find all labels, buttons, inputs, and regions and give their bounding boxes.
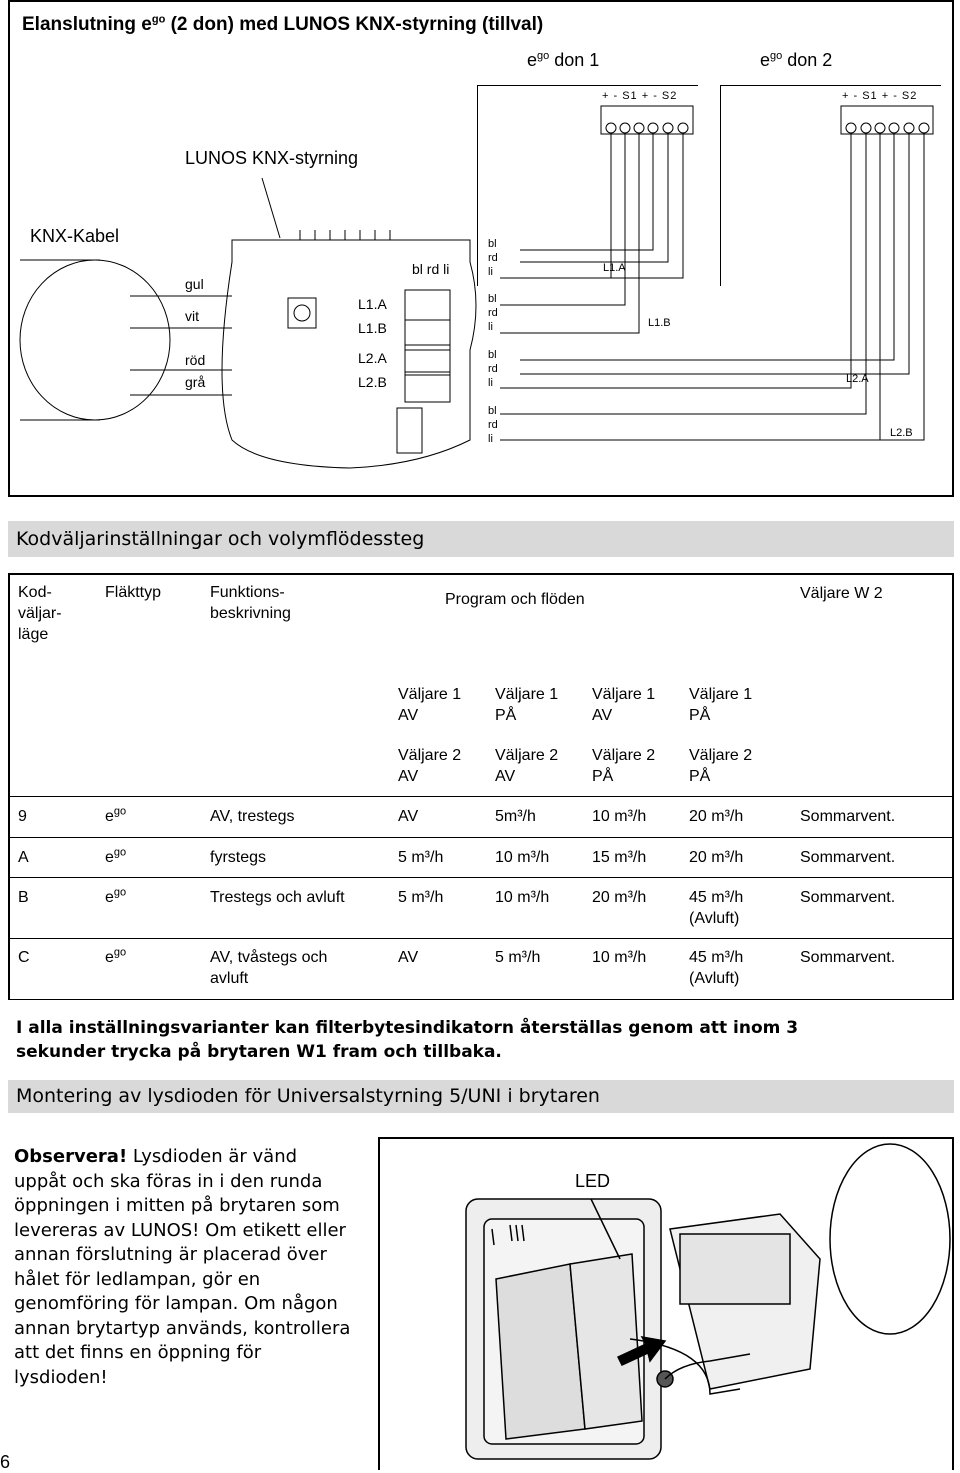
row-b-code: B: [18, 889, 29, 906]
wire-color-vit: vit: [185, 308, 199, 324]
module-terminal-l1a: L1.A: [358, 296, 387, 312]
controller-label: LUNOS KNX-styrning: [185, 148, 359, 168]
row-b-v2: 10 m³/h: [495, 889, 550, 906]
row-b-desc: Trestegs och avluft: [210, 889, 345, 906]
switch-rocker-right: [569, 1253, 643, 1430]
wiring-lines: [19, 105, 934, 469]
row-9-v4: 20 m³/h: [689, 808, 744, 825]
device-1-terminal-block: [600, 105, 694, 135]
header-program: Program och flöden: [445, 591, 585, 608]
knx-cable-end: [19, 259, 171, 421]
device-2-terminal-labels: + - S1 + - S2: [842, 90, 918, 102]
header-kod: Kod-väljar-läge: [18, 584, 62, 643]
row-a-code: A: [18, 849, 29, 866]
row-9-fan: ego: [105, 805, 127, 825]
device-2-box: [720, 85, 941, 286]
wire-color-rod: röd: [185, 352, 206, 368]
row-a-fan: ego: [105, 846, 127, 866]
device-2-terminal-block: [840, 105, 934, 135]
row-c-w2: Sommarvent.: [800, 949, 896, 966]
device-2-label: ego don 2: [760, 50, 833, 70]
module-top-label: bl rd li: [412, 261, 450, 277]
device-2-terminal-screws: [845, 122, 930, 134]
row-9-desc: AV, trestegs: [210, 808, 295, 825]
row-b-v1: 5 m³/h: [398, 889, 444, 906]
header-valjare-w2: Väljare W 2: [800, 585, 883, 602]
row-9-v1: AV: [398, 808, 419, 825]
table-bottom-border: [8, 999, 954, 1000]
section-title-kodvaljare: Kodväljarinställningar och volymflödesst…: [8, 521, 954, 557]
device-1-terminal-screws: [605, 122, 689, 134]
controller-top-comb: [299, 230, 391, 240]
row-c-v1: AV: [398, 949, 419, 966]
module-terminal-l2a: L2.A: [358, 350, 387, 366]
row-c-v4: 45 m³/h(Avluft): [689, 949, 744, 987]
row-9-v2: 5m³/h: [495, 808, 536, 825]
row-9-w2: Sommarvent.: [800, 808, 896, 825]
row-a-v1: 5 m³/h: [398, 849, 444, 866]
section-title-montering: Montering av lysdioden för Universalstyr…: [8, 1080, 954, 1113]
row-divider: [8, 877, 954, 878]
row-c-v2: 5 m³/h: [495, 949, 541, 966]
wiring-title: Elanslutning ego (2 don) med LUNOS KNX-s…: [22, 13, 544, 35]
wiring-diagram-frame: [8, 0, 954, 497]
arrow-icon: [616, 1335, 667, 1366]
header-flakttyp: Fläkttyp: [105, 584, 162, 601]
observe-text: Observera! Lysdioden är vänd uppåt och s…: [14, 1146, 351, 1388]
controller-outline: [221, 239, 477, 469]
led-pointer: [590, 1198, 621, 1260]
line-label-l1b: L1.B: [648, 317, 671, 329]
row-b-fan: ego: [105, 886, 127, 906]
switch-illustration: [465, 1143, 951, 1460]
row-a-desc: fyrstegs: [210, 849, 267, 866]
line-label-l1a: L1.A: [603, 262, 626, 274]
settings-table: [8, 573, 954, 999]
row-a-w2: Sommarvent.: [800, 849, 896, 866]
round-opening-detail: [829, 1143, 951, 1335]
row-c-fan: ego: [105, 946, 127, 966]
device-1-terminal-labels: + - S1 + - S2: [602, 90, 678, 102]
line-label-l2a: L2.A: [846, 373, 869, 385]
row-9-code: 9: [18, 808, 27, 825]
row-a-v4: 20 m³/h: [689, 849, 744, 866]
row-c-v3: 10 m³/h: [592, 949, 647, 966]
page-number: 6: [0, 1452, 11, 1472]
module-terminal-l2b: L2.B: [358, 374, 387, 390]
wire-color-gra: grå: [185, 374, 206, 390]
row-9-v3: 10 m³/h: [592, 808, 647, 825]
row-b-w2: Sommarvent.: [800, 889, 896, 906]
row-divider: [8, 837, 954, 838]
row-b-v4: 45 m³/h(Avluft): [689, 889, 744, 927]
row-divider: [8, 938, 954, 939]
cable-label: KNX-Kabel: [30, 226, 120, 246]
line-label-l2b: L2.B: [890, 427, 913, 439]
device-1-box: [477, 85, 698, 286]
row-b-v3: 20 m³/h: [592, 889, 647, 906]
device-1-label: ego don 1: [527, 50, 600, 70]
row-a-v3: 15 m³/h: [592, 849, 647, 866]
row-c-code: C: [18, 949, 30, 966]
row-divider: [8, 796, 954, 797]
reset-note: I alla inställningsvarianter kan filterb…: [16, 1018, 799, 1062]
module-terminal-l1b: L1.B: [358, 320, 387, 336]
led-label: LED: [575, 1171, 611, 1191]
wire-color-gul: gul: [185, 276, 204, 292]
led-figure: LED: [378, 1137, 954, 1470]
row-a-v2: 10 m³/h: [495, 849, 550, 866]
header-funktion: Funktions-beskrivning: [210, 584, 291, 622]
